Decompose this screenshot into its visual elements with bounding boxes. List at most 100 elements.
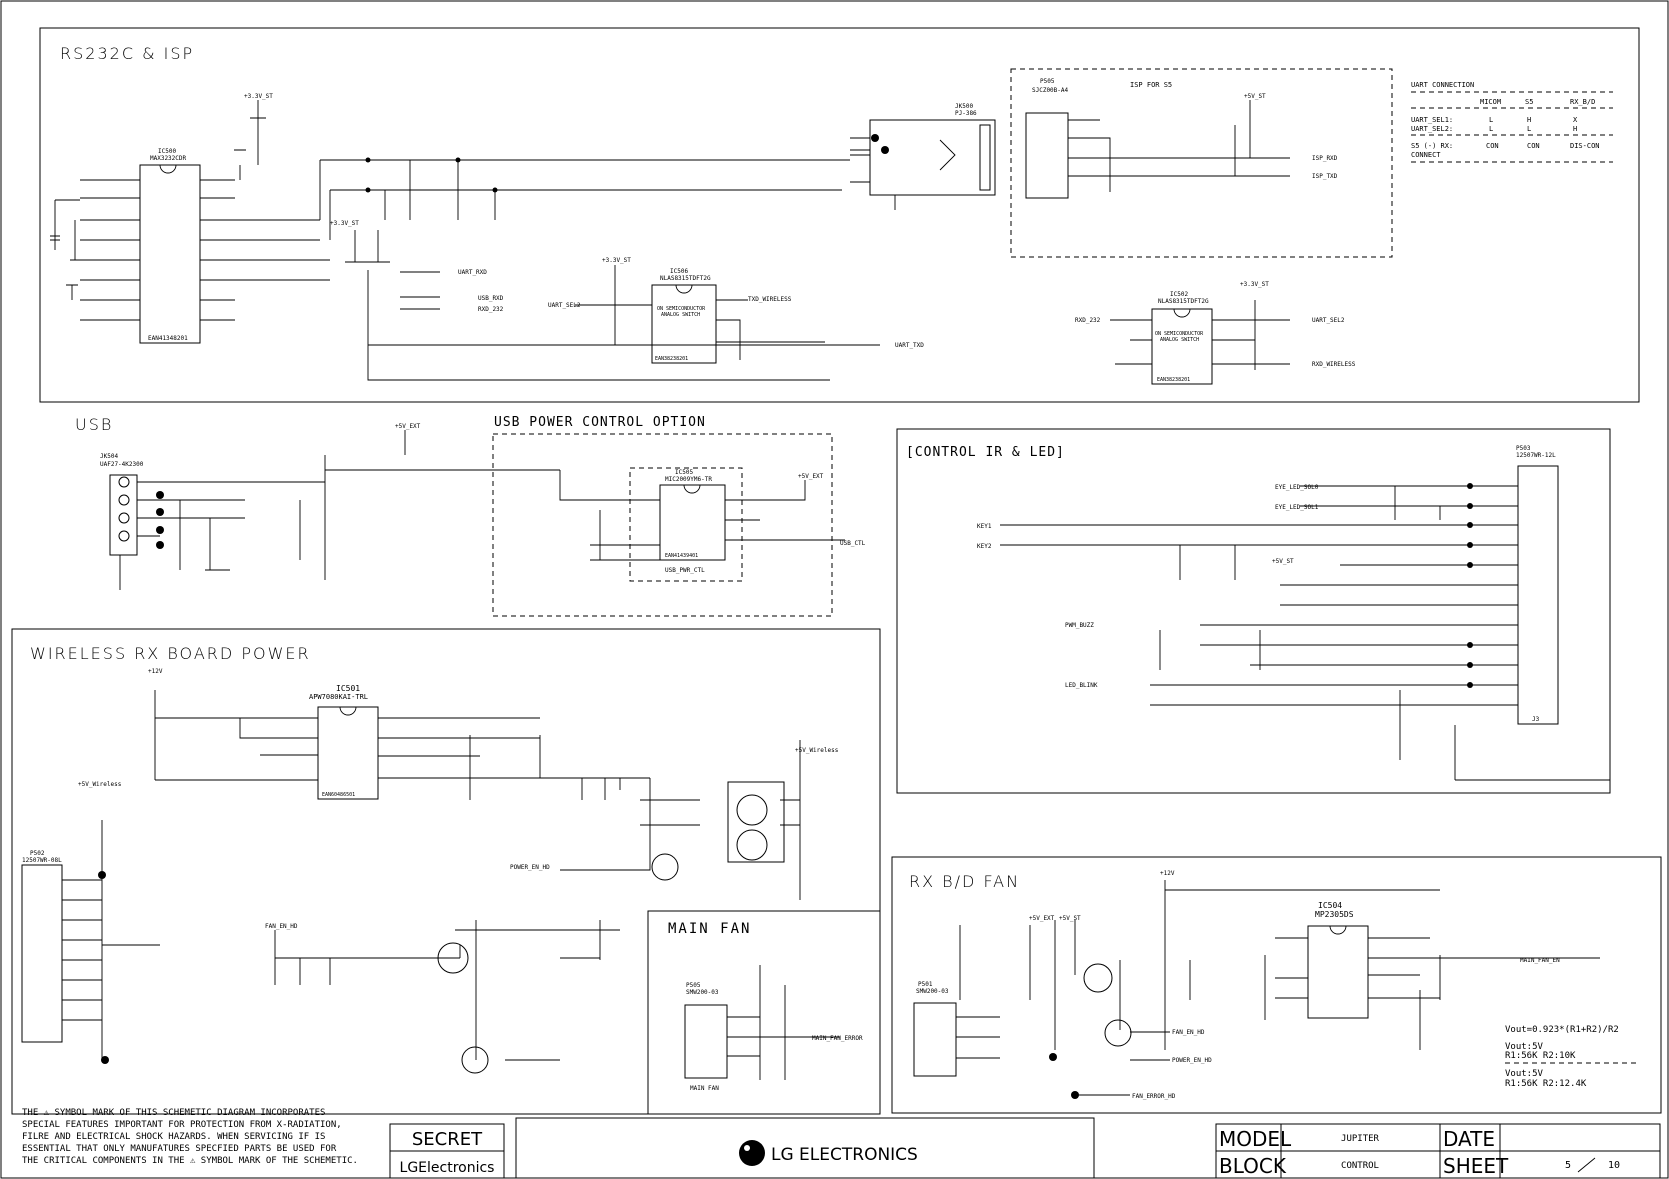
ic501-part: APW7080KAI-TRL	[309, 693, 368, 701]
ic506-ref: IC506	[670, 268, 688, 275]
main-fan-conn-ref: P505	[686, 982, 701, 989]
section-title-usb-power: USB POWER CONTROL OPTION	[494, 415, 706, 430]
uart-col-rxbd: RX_B/D	[1570, 98, 1595, 106]
section-title-rs232: RS232C & ISP	[60, 44, 194, 63]
jk504-part: UAF27-4K2300	[100, 461, 144, 468]
signal-eye-led-sol1: EYE_LED_SOL1	[1275, 504, 1319, 511]
rail-5v-wireless-b: +5V_Wireless	[78, 781, 122, 788]
lg-electronics-text: LG ELECTRONICS	[771, 1145, 918, 1165]
signal-main-fan-en: MAIN_FAN_EN	[1520, 957, 1560, 964]
wireless-frame	[11, 628, 881, 1115]
warning-line4: ESSENTIAL THAT ONLY MANUFATURES SPECFIED…	[22, 1144, 337, 1154]
signal-led-blink: LED_BLINK	[1065, 682, 1098, 689]
signal-isp-rxd: ISP_RXD	[1312, 155, 1338, 162]
jk500-jack: JK500 PJ-386	[869, 103, 996, 196]
ic504: IC504 MP2305DS	[1307, 901, 1369, 1019]
formula-line4: Vout:5V	[1505, 1069, 1544, 1079]
ic500-bottom: EAN41348201	[148, 335, 188, 342]
jk500-ref: JK500	[955, 103, 973, 110]
p503-bottom: J3	[1532, 716, 1540, 723]
p501-ref: P501	[918, 981, 933, 988]
rail-33v-ic502: +3.3V_ST	[1240, 281, 1269, 288]
ic500-ref: IC500	[158, 148, 176, 155]
rail-5v-ext-ic505: +5V_EXT	[798, 473, 824, 480]
signal-rxd232: RXD_232	[478, 306, 504, 313]
signal-uart-txd: UART_TXD	[895, 342, 924, 349]
sheet-number: 5	[1565, 1160, 1571, 1171]
signal-eye-led-sol0: EYE_LED_SOL0	[1275, 484, 1319, 491]
ic506-sub: ON SEMICONDUCTOR	[657, 306, 706, 312]
warning-line5: THE CRITICAL COMPONENTS IN THE ⚠ SYMBOL …	[22, 1156, 358, 1166]
uart-row1-label: UART_SEL1:	[1411, 116, 1453, 124]
ic501: IC501 APW7080KAI-TRL EAN60486501	[309, 684, 379, 800]
uart-row3-v3: DIS-CON	[1570, 142, 1600, 150]
warning-notice: THE ⚠ SYMBOL MARK OF THIS SCHEMETIC DIAG…	[22, 1108, 358, 1166]
formula-line5: R1:56K R2:12.4K	[1505, 1079, 1587, 1089]
ic500: IC500 MAX3232CDR EAN41348201	[80, 148, 330, 344]
formula-line2: Vout:5V	[1505, 1042, 1544, 1052]
ic501-bottom: EAN60486501	[322, 792, 355, 798]
p502-ref: P502	[30, 850, 45, 857]
rail-33v-mid: +3.3V_ST	[330, 220, 359, 227]
uart-connection-table: UART CONNECTION MICOM S5 RX_B/D UART_SEL…	[1411, 81, 1613, 163]
signal-rxd232-b: RXD_232	[1075, 317, 1101, 324]
p502-part: 12507WR-08L	[22, 857, 62, 864]
ic506-bottom: EAN38238201	[655, 356, 688, 362]
date-label: DATE	[1443, 1127, 1495, 1151]
ic506: IC506 NLAS8315TDFT2G ON SEMICONDUCTOR AN…	[651, 268, 717, 364]
p503-part: 12507WR-12L	[1516, 452, 1556, 459]
signal-isp-txd: ISP_TXD	[1312, 173, 1338, 180]
signal-usb-ctl: USB_CTL	[840, 540, 866, 547]
warning-line3: FILRE AND ELECTRICAL SHOCK HAZARDS. WHEN…	[22, 1132, 325, 1142]
section-title-usb: USB	[75, 415, 113, 434]
ic502-sub: ON SEMICONDUCTOR	[1155, 331, 1204, 337]
signal-uart-sel2-b: UART_SEL2	[1312, 317, 1345, 324]
uart-row1-v1: L	[1489, 116, 1493, 124]
signal-power-en-rx: POWER_EN_HD	[1172, 1057, 1212, 1064]
signal-fan-en-rx: FAN_EN_HD	[1172, 1029, 1205, 1036]
jk504-ref: JK504	[100, 453, 118, 460]
title-block: MODEL JUPITER BLOCK CONTROL DATE SHEET 5…	[1215, 1123, 1661, 1179]
ic502-bottom: EAN38238201	[1157, 377, 1190, 383]
ic502-sub2: ANALOG SWITCH	[1160, 337, 1199, 343]
ic505-ref: IC505	[675, 469, 693, 476]
p505-part: SJCZ00B-A4	[1032, 87, 1069, 94]
p501-part: SMW200-03	[916, 988, 949, 995]
p502-connector: P502 12507WR-08L	[21, 850, 63, 1043]
rail-5v-st-control: +5V_ST	[1272, 558, 1294, 565]
section-title-rx-fan: RX B/D FAN	[909, 872, 1020, 891]
uart-table-title: UART CONNECTION	[1411, 81, 1474, 89]
signal-fan-en-wireless: FAN_EN_HD	[265, 923, 298, 930]
uart-row2-v1: L	[1489, 125, 1493, 133]
lg-logo	[739, 1140, 765, 1166]
uart-row2-label: UART_SEL2:	[1411, 125, 1453, 133]
formula-line1: Vout=0.923*(R1+R2)/R2	[1505, 1025, 1619, 1035]
q502-mosfet	[727, 781, 785, 863]
rail-5v-wireless-a: +5V_Wireless	[795, 747, 839, 754]
ic502-ref: IC502	[1170, 291, 1188, 298]
uart-row2-v2: L	[1527, 125, 1531, 133]
control-frame	[896, 428, 1611, 794]
warning-line1: THE ⚠ SYMBOL MARK OF THIS SCHEMETIC DIAG…	[22, 1108, 325, 1118]
rail-5v-ext-usb: +5V_EXT	[395, 423, 421, 430]
model-label: MODEL	[1219, 1127, 1292, 1151]
jk504-usb-jack: JK504 UAF27-4K2300	[100, 453, 144, 556]
sheet-label: SHEET	[1443, 1154, 1509, 1178]
uart-row3-v1: CON	[1486, 142, 1499, 150]
rail-5v-st-rx: +5V_ST	[1059, 915, 1081, 922]
model-value: JUPITER	[1341, 1134, 1380, 1144]
sheet-total: 10	[1608, 1160, 1620, 1171]
signal-rxd-wireless: RXD_WIRELESS	[1312, 361, 1356, 368]
formula-line3: R1:56K R2:10K	[1505, 1051, 1576, 1061]
ic502-part: NLAS8315TDFT2G	[1158, 298, 1209, 305]
rail-12v-wireless: +12V	[148, 668, 163, 675]
secret-label: SECRET	[412, 1129, 483, 1150]
signal-txd-wireless: TXD_WIRELESS	[748, 296, 792, 303]
ic505: IC505 MIC2009YM6-TR EAN41439401	[659, 469, 726, 561]
p505-ref: P505	[1040, 78, 1055, 85]
section-title-wireless: WIRELESS RX BOARD POWER	[30, 644, 311, 663]
q503-transistor	[651, 853, 679, 881]
signal-power-en-a: POWER_EN_HD	[510, 864, 550, 871]
uart-col-micom: MICOM	[1480, 98, 1501, 106]
